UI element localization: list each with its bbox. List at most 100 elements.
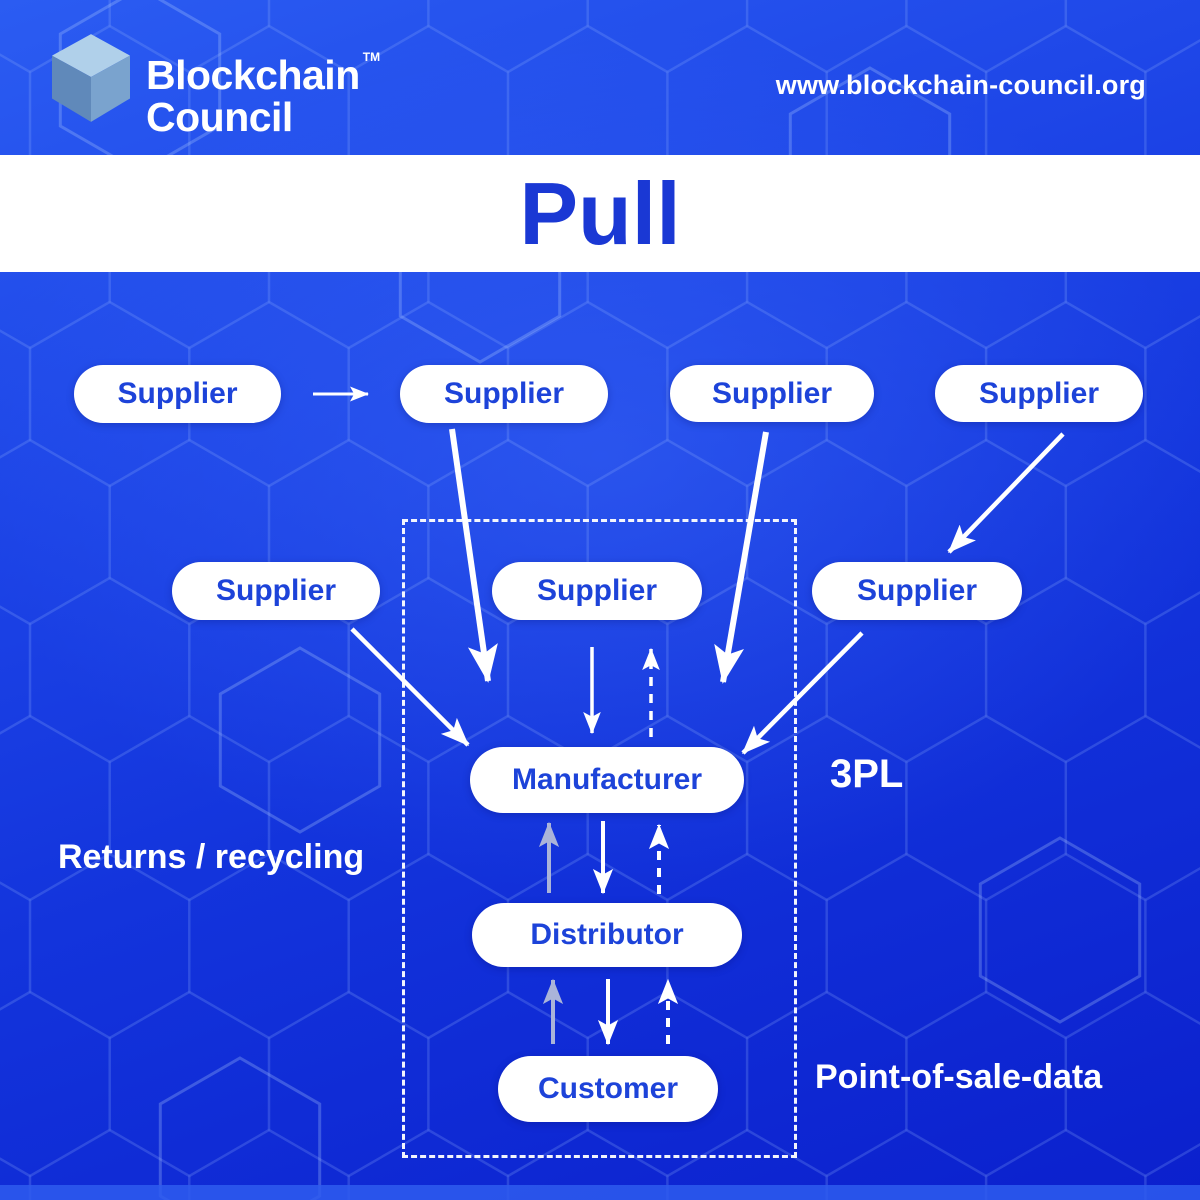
node-label: Supplier <box>856 574 977 607</box>
node-label: Supplier <box>536 574 657 607</box>
hexagon-outline <box>745 990 908 1178</box>
node-supplier-5: Supplier <box>172 562 380 620</box>
cube-logo-icon <box>52 34 130 122</box>
hexagon-outline <box>1144 591 1200 749</box>
node-label: Supplier <box>711 376 832 410</box>
node-label: Supplier <box>443 377 564 410</box>
trademark-mark: TM <box>362 50 381 64</box>
hexagon-outline <box>0 329 32 459</box>
hexagon-outline <box>506 300 669 488</box>
hexagon-outline <box>825 1128 988 1200</box>
node-supplier-7: Supplier <box>812 562 1022 620</box>
hexagon-outline <box>28 852 191 1040</box>
website-url: www.blockchain-council.org <box>775 70 1146 100</box>
title-banner: Pull <box>0 155 1200 272</box>
hexagon-outline <box>427 990 589 1178</box>
hexagon-outline <box>267 714 430 902</box>
hexagon-outline <box>267 438 430 626</box>
hexagon-outline <box>108 714 271 902</box>
hexagon-outline <box>28 1128 191 1200</box>
hexagon-outline <box>188 576 350 764</box>
hexagon-outline <box>347 852 510 1040</box>
node-supplier-1: Supplier <box>74 365 281 423</box>
hexagon-outline <box>267 0 430 74</box>
hexagon-outline <box>0 0 111 74</box>
hexagon-outline <box>427 438 589 626</box>
hexagon-outline <box>188 852 350 1040</box>
hexagon-outline <box>825 300 988 488</box>
node-distributor: Distributor <box>472 903 742 967</box>
node-label: Supplier <box>117 377 238 410</box>
hexagon-outline <box>666 852 828 1040</box>
hexagon-outline <box>28 300 191 488</box>
hexagon-outline <box>506 852 669 1040</box>
hexagon-outline <box>28 576 191 764</box>
label-returns-recycling: Returns / recycling <box>58 838 365 876</box>
hexagon-outline <box>0 605 32 735</box>
hexagon-outline <box>347 1128 510 1200</box>
dashed-boundary-box <box>402 519 797 1158</box>
hexagon-outline <box>1144 39 1200 197</box>
node-supplier-3: Supplier <box>670 365 874 422</box>
hexagon-outline <box>108 438 271 626</box>
label-point-of-sale-data: Point-of-sale-data <box>815 1058 1103 1096</box>
node-label: Supplier <box>978 376 1099 410</box>
node-supplier-4: Supplier <box>935 365 1143 422</box>
hexagon-outline <box>1144 867 1200 1025</box>
hexagon-outline <box>0 881 32 1011</box>
hexagon-outline <box>1144 1143 1200 1200</box>
hexagon-outline <box>188 1128 350 1200</box>
hexagon-outline <box>1064 438 1200 626</box>
hexagon-outline <box>586 0 749 74</box>
hexagon-outline <box>0 1157 32 1200</box>
hexagon-outline <box>1064 990 1200 1178</box>
bottom-accent-strip <box>0 1185 1200 1200</box>
logo-line1: Blockchain <box>146 52 360 98</box>
hexagon-outline <box>0 990 111 1178</box>
label-3pl: 3PL <box>830 752 904 796</box>
hexagon-outline <box>586 990 749 1178</box>
hexagon-outline <box>1064 0 1200 74</box>
hexagon-outline <box>984 300 1147 488</box>
hexagon-outline <box>347 576 510 764</box>
hexagon-outline-bright <box>158 1056 322 1200</box>
hexagon-outline <box>1064 714 1200 902</box>
hexagon-outline <box>745 714 908 902</box>
hexagon-outline <box>188 300 350 488</box>
node-customer: Customer <box>498 1056 718 1122</box>
hexagon-outline <box>0 438 111 626</box>
hexagon-outline <box>1144 315 1200 473</box>
node-label: Distributor <box>530 918 684 951</box>
node-label: Customer <box>537 1072 679 1105</box>
hexagon-outline <box>905 714 1068 902</box>
node-manufacturer: Manufacturer <box>470 747 744 813</box>
hexagon-outline <box>427 0 589 74</box>
node-supplier-6: Supplier <box>492 562 702 620</box>
hexagon-outline <box>825 852 988 1040</box>
hexagon-outline <box>905 438 1068 626</box>
hexagon-outline <box>347 300 510 488</box>
hexagon-outline <box>666 576 828 764</box>
hexagon-outline <box>984 576 1147 764</box>
node-supplier-2: Supplier <box>400 365 608 423</box>
hexagon-outline <box>984 1128 1147 1200</box>
hexagon-outline-bright <box>978 836 1142 1024</box>
hexagon-outline <box>905 0 1068 74</box>
hexagon-outline <box>0 53 32 183</box>
page-title: Pull <box>519 163 681 263</box>
hexagon-outline <box>745 0 908 74</box>
hexagon-outline <box>666 1128 828 1200</box>
node-label: Manufacturer <box>511 763 703 796</box>
hexagon-outline <box>108 0 271 74</box>
logo-line2: Council <box>146 94 293 140</box>
hexagon-outline <box>506 1128 669 1200</box>
hexagon-outline <box>984 852 1147 1040</box>
hexagon-outline-bright <box>218 646 382 834</box>
node-label: Supplier <box>215 574 336 607</box>
hexagon-outline <box>108 990 271 1178</box>
hexagon-outline <box>0 714 111 902</box>
hexagon-outline <box>905 990 1068 1178</box>
